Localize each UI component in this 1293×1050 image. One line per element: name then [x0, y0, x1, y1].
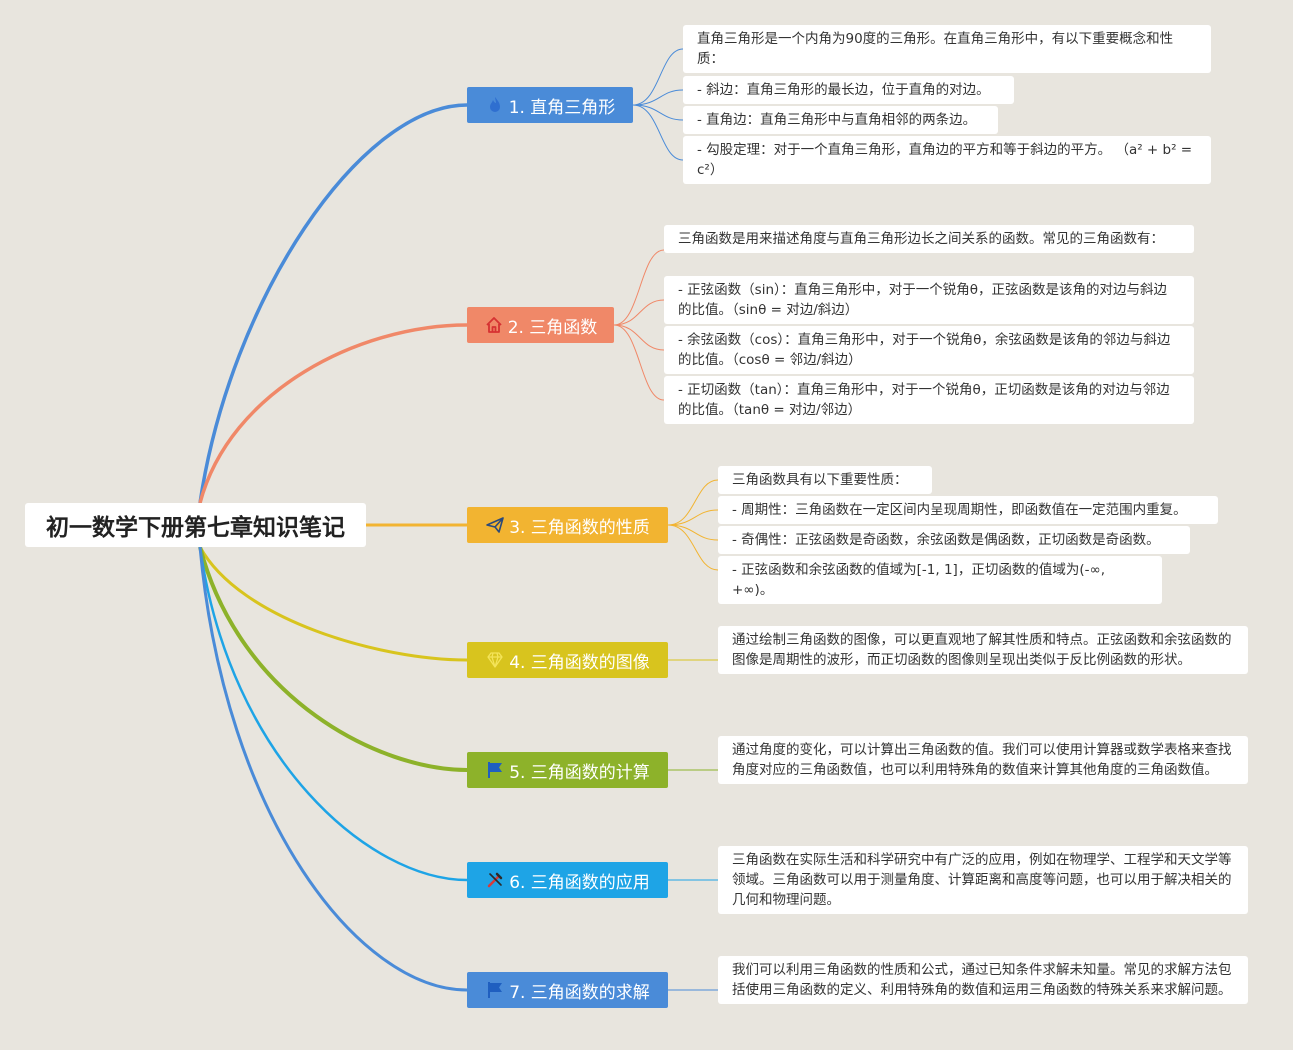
home-icon: [484, 315, 504, 335]
diamond-icon: [485, 650, 505, 670]
branch-2-label: 2. 三角函数: [507, 317, 598, 338]
leaf-4-1[interactable]: 通过绘制三角函数的图像，可以更直观地了解其性质和特点。正弦函数和余弦函数的图像是…: [718, 626, 1248, 674]
leaf-6-1-text: 三角函数在实际生活和科学研究中有广泛的应用，例如在物理学、工程学和天文学等领域。…: [732, 852, 1232, 908]
branch-2-trig-functions[interactable]: 2. 三角函数: [467, 307, 614, 343]
leaf-connectors-1: [632, 48, 684, 161]
leaf-2-2-text: - 正弦函数（sin）：直角三角形中，对于一个锐角θ，正弦函数是该角的对边与斜边…: [678, 282, 1168, 318]
leaf-1-4[interactable]: - 勾股定理：对于一个直角三角形，直角边的平方和等于斜边的平方。 （a² + b…: [683, 136, 1211, 184]
leaf-1-2[interactable]: - 斜边：直角三角形的最长边，位于直角的对边。: [683, 76, 1014, 104]
leaf-2-1-text: 三角函数是用来描述角度与直角三角形边长之间关系的函数。常见的三角函数有：: [678, 231, 1164, 247]
leaf-2-2[interactable]: - 正弦函数（sin）：直角三角形中，对于一个锐角θ，正弦函数是该角的对边与斜边…: [664, 276, 1194, 324]
connector-branch-1: [198, 103, 468, 504]
leaf-connectors-2: [613, 249, 665, 401]
connector-branch-7: [198, 546, 468, 992]
leaf-3-3[interactable]: - 奇偶性：正弦函数是奇函数，余弦函数是偶函数，正切函数是奇函数。: [718, 526, 1190, 554]
connector-branch-4: [198, 546, 468, 662]
leaf-5-1[interactable]: 通过角度的变化，可以计算出三角函数的值。我们可以使用计算器或数学表格来查找角度对…: [718, 736, 1248, 784]
root-title: 初一数学下册第七章知识笔记: [46, 515, 345, 541]
branch-1-label: 1. 直角三角形: [508, 97, 616, 118]
fire-icon: [485, 95, 505, 115]
flag-icon: [485, 980, 505, 1000]
leaf-1-1[interactable]: 直角三角形是一个内角为90度的三角形。在直角三角形中，有以下重要概念和性质：: [683, 25, 1211, 73]
branch-7-trig-solving[interactable]: 7. 三角函数的求解: [467, 972, 668, 1008]
leaf-6-1[interactable]: 三角函数在实际生活和科学研究中有广泛的应用，例如在物理学、工程学和天文学等领域。…: [718, 846, 1248, 914]
branch-6-label: 6. 三角函数的应用: [509, 872, 650, 893]
leaf-2-1[interactable]: 三角函数是用来描述角度与直角三角形边长之间关系的函数。常见的三角函数有：: [664, 225, 1194, 253]
branch-5-label: 5. 三角函数的计算: [509, 762, 650, 783]
leaf-3-1-text: 三角函数具有以下重要性质：: [732, 472, 908, 488]
branch-4-trig-graphs[interactable]: 4. 三角函数的图像: [467, 642, 668, 678]
leaf-3-1[interactable]: 三角函数具有以下重要性质：: [718, 466, 932, 494]
branch-7-label: 7. 三角函数的求解: [509, 982, 650, 1003]
leaf-2-3-text: - 余弦函数（cos）：直角三角形中，对于一个锐角θ，余弦函数是该角的邻边与斜边…: [678, 332, 1171, 368]
leaf-2-4-text: - 正切函数（tan）：直角三角形中，对于一个锐角θ，正切函数是该角的对边与邻边…: [678, 382, 1170, 418]
branch-4-label: 4. 三角函数的图像: [509, 652, 650, 673]
leaf-1-1-text: 直角三角形是一个内角为90度的三角形。在直角三角形中，有以下重要概念和性质：: [697, 31, 1174, 67]
leaf-3-2-text: - 周期性：三角函数在一定区间内呈现周期性，即函数值在一定范围内重复。: [732, 502, 1187, 518]
leaf-2-4[interactable]: - 正切函数（tan）：直角三角形中，对于一个锐角θ，正切函数是该角的对边与邻边…: [664, 376, 1194, 424]
connector-branch-6: [198, 546, 468, 882]
leaf-1-2-text: - 斜边：直角三角形的最长边，位于直角的对边。: [697, 82, 990, 98]
leaf-1-4-text: - 勾股定理：对于一个直角三角形，直角边的平方和等于斜边的平方。 （a² + b…: [697, 142, 1193, 178]
connector-branch-2: [198, 323, 468, 504]
leaf-1-3[interactable]: - 直角边：直角三角形中与直角相邻的两条边。: [683, 106, 998, 134]
leaf-1-3-text: - 直角边：直角三角形中与直角相邻的两条边。: [697, 112, 977, 128]
leaf-7-1-text: 我们可以利用三角函数的性质和公式，通过已知条件求解未知量。常见的求解方法包括使用…: [732, 962, 1232, 998]
leaf-3-3-text: - 奇偶性：正弦函数是奇函数，余弦函数是偶函数，正切函数是奇函数。: [732, 532, 1160, 548]
leaf-3-4[interactable]: - 正弦函数和余弦函数的值域为[-1, 1]，正切函数的值域为(-∞, +∞)。: [718, 556, 1162, 604]
root-topic[interactable]: 初一数学下册第七章知识笔记: [25, 503, 366, 547]
leaf-2-3[interactable]: - 余弦函数（cos）：直角三角形中，对于一个锐角θ，余弦函数是该角的邻边与斜边…: [664, 326, 1194, 374]
leaf-5-1-text: 通过角度的变化，可以计算出三角函数的值。我们可以使用计算器或数学表格来查找角度对…: [732, 742, 1232, 778]
leaf-7-1[interactable]: 我们可以利用三角函数的性质和公式，通过已知条件求解未知量。常见的求解方法包括使用…: [718, 956, 1248, 1004]
branch-1-right-triangle[interactable]: 1. 直角三角形: [467, 87, 633, 123]
leaf-4-1-text: 通过绘制三角函数的图像，可以更直观地了解其性质和特点。正弦函数和余弦函数的图像是…: [732, 632, 1232, 668]
branch-5-trig-calculation[interactable]: 5. 三角函数的计算: [467, 752, 668, 788]
leaf-3-4-text: - 正弦函数和余弦函数的值域为[-1, 1]，正切函数的值域为(-∞, +∞)。: [732, 562, 1106, 598]
tools-icon: [485, 870, 505, 890]
leaf-3-2[interactable]: - 周期性：三角函数在一定区间内呈现周期性，即函数值在一定范围内重复。: [718, 496, 1218, 524]
flag-icon: [485, 760, 505, 780]
connector-branch-5: [198, 546, 468, 772]
leaf-connectors-3: [667, 479, 719, 571]
branch-6-trig-applications[interactable]: 6. 三角函数的应用: [467, 862, 668, 898]
paper-plane-icon: [485, 515, 505, 535]
branch-3-label: 3. 三角函数的性质: [509, 517, 650, 538]
branch-3-trig-properties[interactable]: 3. 三角函数的性质: [467, 507, 668, 543]
